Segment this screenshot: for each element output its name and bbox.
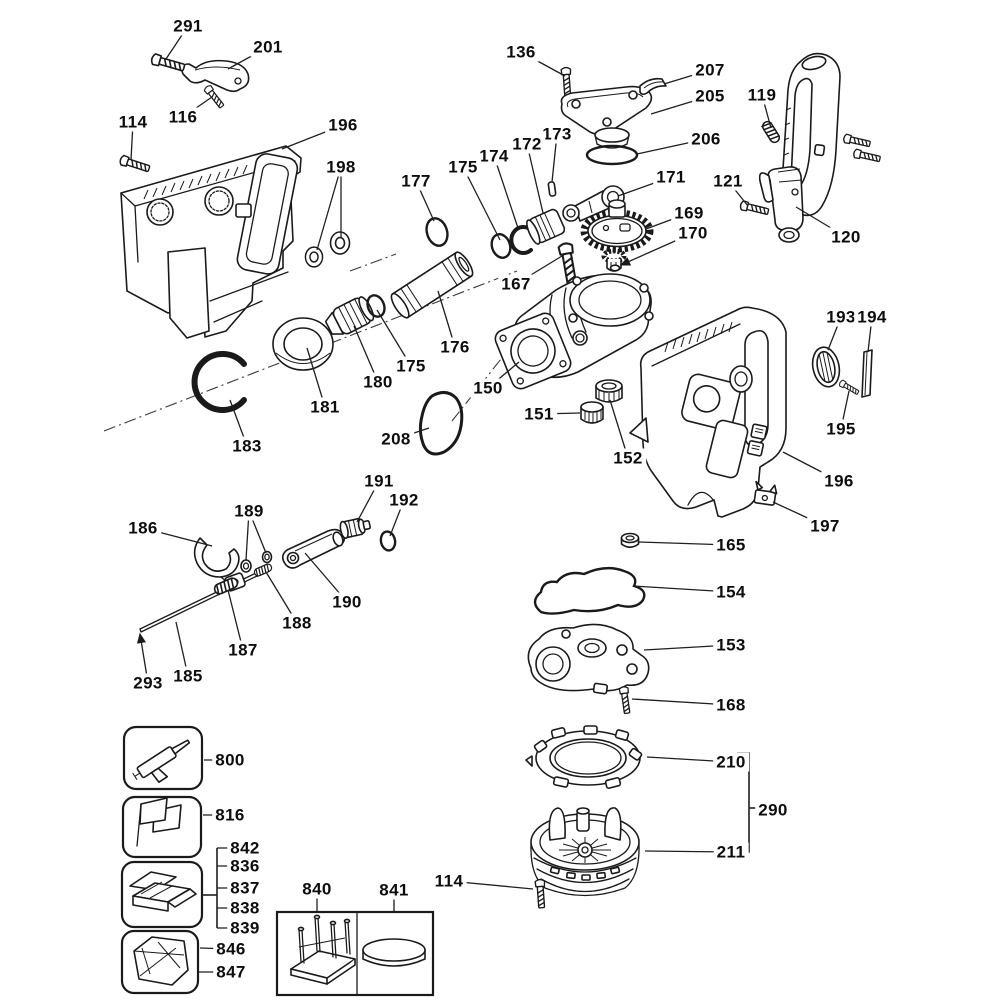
grease-tool-icon <box>132 739 191 783</box>
kit-box-icon <box>129 871 197 912</box>
screw-121-drawing <box>738 199 770 217</box>
flags-icon <box>136 797 182 847</box>
c-washer-174-drawing <box>509 225 533 255</box>
roller-191-drawing <box>339 517 371 540</box>
spring-strip-194-drawing <box>861 349 873 398</box>
accessory-box-800 <box>122 725 204 791</box>
chuck-sleeve-180-drawing <box>324 296 375 335</box>
screw-114-drawing <box>118 154 152 175</box>
cord-clip-197-drawing <box>753 480 778 506</box>
gearbox-housing-150-drawing <box>494 273 654 390</box>
trigger-switch-120-drawing <box>758 166 804 243</box>
screw-114-bottom-drawing <box>534 878 548 909</box>
kit-parts-bracket <box>202 848 218 928</box>
accessory-box-bag <box>120 929 200 995</box>
bushings-189-drawing <box>240 550 273 573</box>
end-cap-211-drawing <box>530 807 640 897</box>
bearing-ring-181-drawing <box>272 317 334 371</box>
snap-ring-183-drawing <box>191 351 247 413</box>
handle-screw-b-drawing <box>852 148 882 164</box>
gasket-154-drawing <box>533 566 646 615</box>
group-290-bracket <box>737 752 760 853</box>
motor-field-housing-drawing <box>120 145 302 339</box>
piston-pin-173-drawing <box>547 181 557 197</box>
shift-rod-185-drawing <box>139 572 258 633</box>
gasket-208-drawing <box>418 391 464 456</box>
wedge-207-drawing <box>639 77 667 96</box>
baffle-ring-210-drawing <box>525 725 643 789</box>
washer-198b-drawing <box>304 246 324 268</box>
bearing-cover-153-drawing <box>527 623 650 695</box>
top-cover-205-drawing <box>560 85 653 149</box>
accessory-box-816 <box>121 795 203 859</box>
stand-840-icon <box>290 914 356 985</box>
oring-177-drawing <box>425 217 449 247</box>
felt-cap-151-drawing <box>580 401 604 424</box>
retainer-170-drawing <box>609 264 621 272</box>
handle-housing-196-drawing <box>629 306 787 518</box>
oring-206-drawing <box>585 144 639 166</box>
disc-841-icon <box>362 938 426 967</box>
washer-198a-drawing <box>329 231 351 255</box>
oring-192-drawing <box>379 530 397 552</box>
nut-165-drawing <box>620 532 640 549</box>
handle-screw-a-drawing <box>842 133 872 149</box>
bearing-sleeve-152-drawing <box>595 379 623 403</box>
lock-button-193-drawing <box>811 346 841 388</box>
screw-136-drawing <box>560 66 574 97</box>
cylinder-176-drawing <box>390 251 474 319</box>
oring-175-top-drawing <box>490 233 512 259</box>
brush-clamp-201-drawing <box>181 59 250 93</box>
service-box-840-841 <box>275 910 435 997</box>
spring-119-drawing <box>760 119 782 145</box>
accessory-box-kit <box>120 860 204 929</box>
spring-188-drawing <box>252 562 274 578</box>
bag-icon <box>133 936 189 986</box>
screw-168-drawing <box>618 685 633 715</box>
crown-gear-169-drawing <box>580 199 654 272</box>
piston-172-drawing <box>526 208 566 245</box>
